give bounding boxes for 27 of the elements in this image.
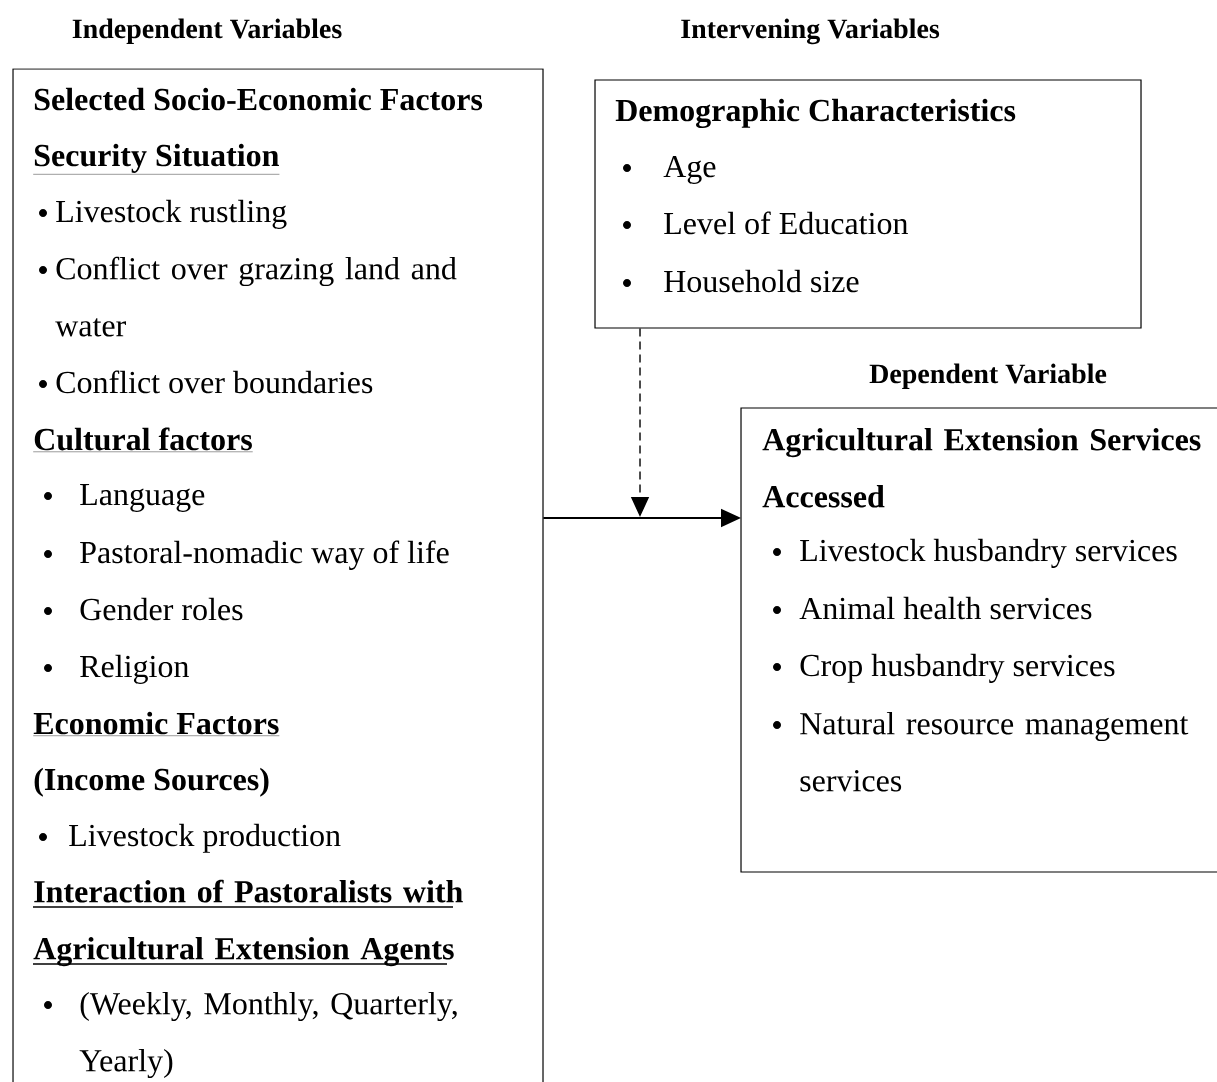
list-item: Household size <box>664 269 859 293</box>
heading: Dependent Variable <box>869 363 1107 389</box>
list-item: Conflict over boundaries <box>56 370 373 394</box>
list-item: Animal health services <box>799 596 1092 620</box>
list-item: Gender roles <box>80 597 243 621</box>
list-item: Livestock rustling <box>56 199 287 229</box>
list-item: Livestock husbandry services <box>800 538 1177 568</box>
heading: Agricultural Extension Services Accessed <box>762 428 1201 508</box>
list-item: Age <box>663 155 716 184</box>
heading: Cultural factors <box>33 427 253 452</box>
list-item: Conflict over grazing land and water <box>55 256 457 337</box>
heading: Selected Socio-Economic Factors <box>34 87 483 111</box>
heading: Interaction of Pastoralists with Agricultural Extension Agents <box>32 879 463 967</box>
heading: Economic Factors <box>33 711 280 736</box>
heading: Security Situation <box>33 143 280 175</box>
heading: (Income Sources) <box>34 767 269 797</box>
heading: Independent Variables <box>72 18 342 44</box>
list-item: Religion <box>80 654 189 684</box>
list-item: (Weekly, Monthly, Quarterly, Yearly) <box>79 992 457 1079</box>
list-item: Level of Education <box>664 211 908 235</box>
list-item: Natural resource management services <box>800 712 1189 792</box>
list-item: Language <box>80 484 205 512</box>
heading: Demographic Characteristics <box>615 98 1016 129</box>
heading: Intervening Variables <box>681 18 940 45</box>
list-item: Pastoral-nomadic way of life <box>80 540 449 570</box>
list-item: Crop husbandry services <box>800 653 1115 683</box>
list-item: Livestock production <box>69 823 341 853</box>
